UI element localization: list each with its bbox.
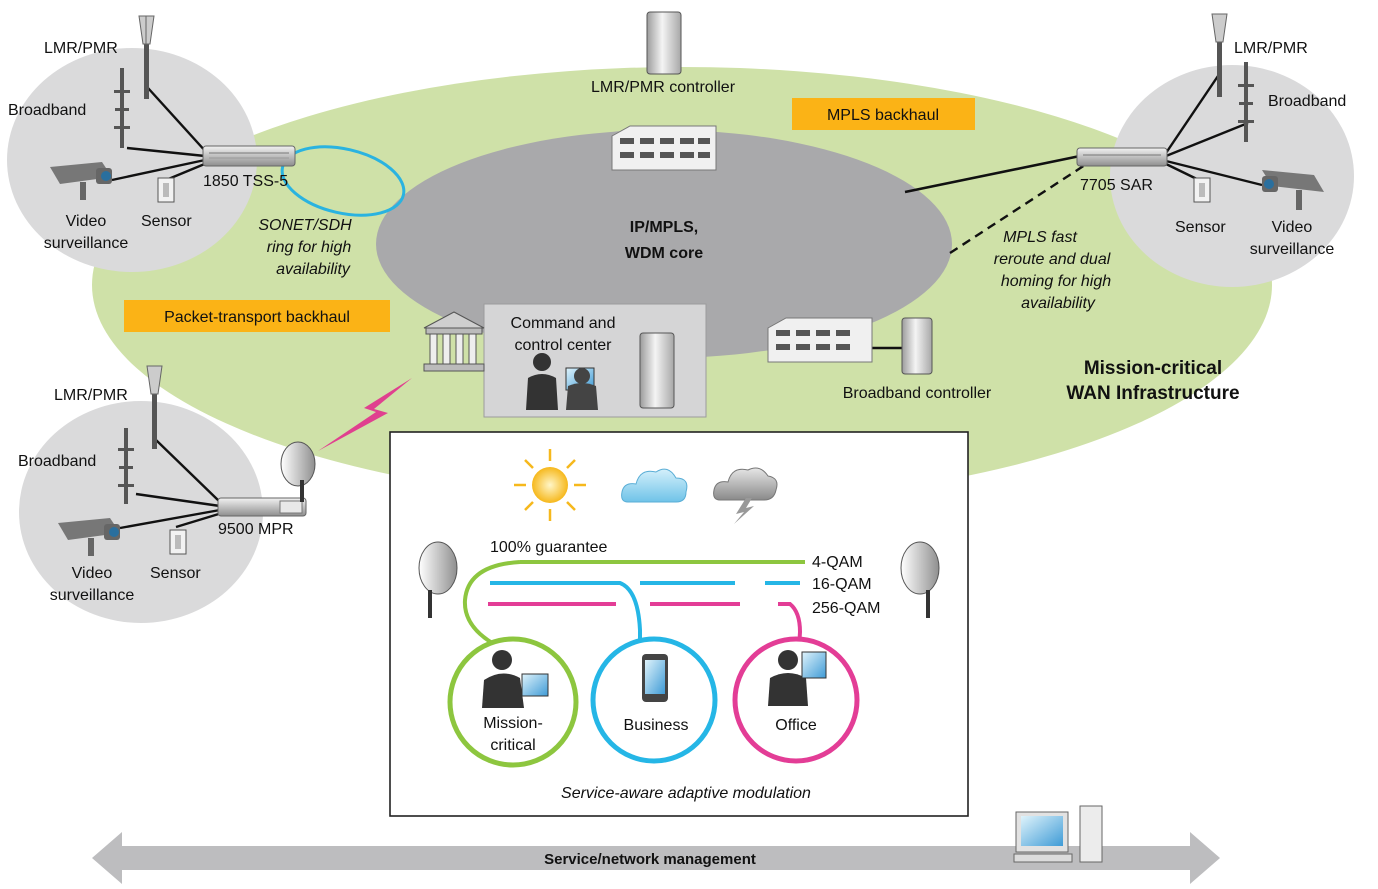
microwave-dish-icon: [418, 541, 458, 618]
mpls-frr-note: reroute and dual: [994, 251, 1111, 268]
broadband-controller-label: Broadband controller: [843, 385, 992, 402]
video-label: Video: [1272, 219, 1313, 236]
operator-people-icon: [526, 353, 598, 410]
sonet-ring: [280, 145, 406, 217]
site-bottom-left-links: [119, 439, 223, 530]
broadband-label: Broadband: [1268, 93, 1346, 110]
wan-title: Mission-critical: [1084, 358, 1222, 379]
phone-user-icon: [482, 650, 549, 708]
sonet-note: ring for high: [267, 239, 352, 256]
mission-critical-path: [462, 560, 521, 652]
office-label: Office: [775, 717, 817, 734]
cloud-icon: [621, 468, 688, 503]
mpls-frr-note: homing for high: [1001, 273, 1111, 290]
lmr-antenna-icon: [146, 365, 163, 449]
building-icon: [611, 125, 717, 171]
video-camera-icon: [58, 518, 120, 556]
device-label: 9500 MPR: [218, 521, 294, 538]
mission-critical-label: critical: [490, 737, 535, 754]
video-label: surveillance: [1250, 241, 1335, 258]
qam16-link: [490, 581, 800, 650]
building-icon: [767, 317, 873, 363]
lmr-antenna-icon: [1211, 13, 1228, 97]
microwave-dish-icon: [900, 541, 940, 618]
qam4-label: 4-QAM: [812, 554, 863, 571]
microwave-dish-icon: [280, 441, 316, 502]
smartphone-icon: [642, 654, 668, 702]
mpls-frr-note: MPLS fast: [1003, 229, 1077, 246]
command-center-label: Command and: [511, 315, 616, 332]
router-7705-icon[interactable]: [1076, 147, 1168, 167]
lmr-label: LMR/PMR: [54, 387, 128, 404]
sonet-note: SONET/SDH: [258, 217, 352, 234]
lmr-antenna-icon: [138, 15, 155, 99]
broadband-tower-icon: [118, 428, 134, 504]
device-label: 1850 TSS-5: [203, 173, 288, 190]
core-label: IP/MPLS,: [630, 219, 698, 236]
management-label: Service/network management: [544, 851, 756, 868]
device-label: 7705 SAR: [1080, 177, 1153, 194]
lmr-controller-server-icon[interactable]: [646, 11, 682, 75]
lmr-label: LMR/PMR: [44, 40, 118, 57]
sensor-label: Sensor: [150, 565, 201, 582]
sensor-label: Sensor: [141, 213, 192, 230]
sensor-label: Sensor: [1175, 219, 1226, 236]
microwave-link-icon: [318, 378, 412, 451]
core-label: WDM core: [625, 245, 703, 262]
mission-critical-label: Mission-: [483, 715, 543, 732]
business-label: Business: [624, 717, 689, 734]
sensor-icon: [157, 177, 175, 203]
video-camera-icon: [50, 162, 112, 200]
mpls-frr-note: availability: [1021, 295, 1096, 312]
core-ring: [376, 130, 952, 358]
broadband-controller-server-icon[interactable]: [901, 317, 933, 375]
qam256-label: 256-QAM: [812, 600, 880, 617]
packet-backhaul-callout: [124, 300, 390, 332]
mpls-backhaul-callout: [792, 98, 975, 130]
workstation-icon[interactable]: [1013, 805, 1103, 863]
broadband-tower-icon: [1238, 62, 1254, 142]
video-camera-icon: [1262, 170, 1324, 210]
modulation-caption: Service-aware adaptive modulation: [561, 785, 811, 802]
broadband-label: Broadband: [8, 102, 86, 119]
lmr-controller-label: LMR/PMR controller: [591, 79, 736, 96]
sonet-note: availability: [276, 261, 351, 278]
video-label: Video: [66, 213, 107, 230]
command-center-label: control center: [515, 337, 613, 354]
storm-cloud-icon: [713, 467, 778, 524]
site-bubble-bottom-left: [19, 401, 263, 623]
site-top-left-links: [111, 87, 208, 182]
site-bubble-top-left: [7, 48, 257, 272]
qam256-link: [488, 602, 803, 649]
government-building-icon: [423, 311, 485, 372]
router-9500-icon[interactable]: [217, 497, 307, 517]
router-1850-icon[interactable]: [202, 145, 296, 167]
video-label: Video: [72, 565, 113, 582]
video-label: surveillance: [44, 235, 129, 252]
sensor-icon: [1193, 177, 1211, 203]
sun-icon: [514, 449, 586, 521]
lmr-label: LMR/PMR: [1234, 40, 1308, 57]
office-user-icon: [768, 650, 827, 706]
packet-backhaul-label: Packet-transport backhaul: [164, 309, 350, 326]
command-server-icon: [639, 332, 675, 409]
sensor-icon: [169, 529, 187, 555]
mpls-backhaul-label: MPLS backhaul: [827, 107, 939, 124]
backhaul-links: [870, 154, 1081, 350]
mpls-fast-reroute-link: [949, 163, 1086, 255]
qam16-label: 16-QAM: [812, 576, 872, 593]
broadband-tower-icon: [114, 68, 130, 148]
guarantee-label: 100% guarantee: [490, 539, 608, 556]
video-label: surveillance: [50, 587, 135, 604]
broadband-label: Broadband: [18, 453, 96, 470]
management-arrow: [92, 832, 1220, 884]
site-right-links: [1163, 72, 1263, 187]
wan-title: WAN Infrastructure: [1066, 383, 1239, 404]
site-bubble-right: [1110, 65, 1354, 287]
